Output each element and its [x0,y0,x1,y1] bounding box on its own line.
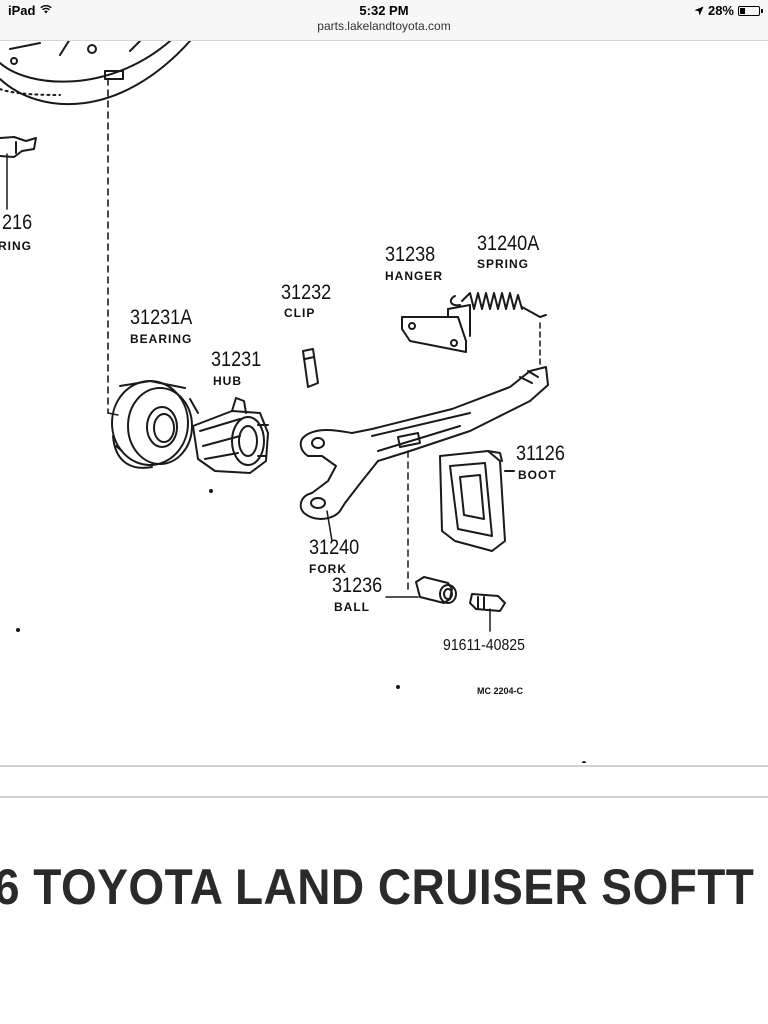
part-name-label: BEARING [130,332,193,346]
part-number-label: 31240 [309,536,360,559]
diagram-drawing [0,41,586,763]
part-number-label: 31231 [211,348,262,371]
address-bar[interactable]: parts.lakelandtoyota.com [317,19,451,33]
ring-part-drawing [0,136,37,210]
part-name-label: HUB [213,374,242,388]
part-number-label: 31238 [385,243,436,266]
part-number-label: 31231A [130,306,193,329]
location-arrow-icon [694,6,704,15]
figure-reference: MC 2204-C [477,686,524,696]
device-name: iPad [8,3,36,18]
part-number-label: 31126 [516,442,565,465]
battery-level [740,7,745,14]
status-bar: iPad 5:32 PM 28% parts.lakelandtoyota.co… [0,0,768,41]
wifi-icon [40,4,52,14]
fork-drawing [299,366,549,590]
battery-icon [738,5,763,16]
part-number-label: 31232 [281,281,332,304]
bolt-part-number: 91611-40825 [443,637,525,654]
pressure-plate-drawing [0,41,191,106]
content-divider [0,796,768,798]
ball-drawing [385,576,457,604]
hub-drawing [192,397,269,474]
bearing-drawing [111,380,199,469]
bolt-drawing [469,593,506,632]
image-bottom-divider [0,765,768,767]
battery-percent: 28% [707,3,734,18]
part-name-label: BALL [334,600,370,614]
status-right: 28% [694,3,763,18]
spring-drawing [449,292,547,366]
hanger-drawing [401,304,471,353]
part-name-label: BOOT [518,468,557,482]
part-number-label: 31236 [332,574,383,597]
part-name-label: SPRING [477,257,530,271]
page-title: 6 TOYOTA LAND CRUISER SOFTT [0,859,755,915]
boot-drawing [439,450,515,552]
part-number-label: 216 [2,211,33,234]
part-name-label: CLIP [284,306,316,320]
part-number-label: 31240A [477,232,540,255]
clip-drawing [302,348,319,388]
clock: 5:32 PM [359,3,409,18]
part-name-label: HANGER [385,269,444,283]
part-name-label: FORK [309,562,347,576]
part-name-label: RING [0,239,32,253]
parts-diagram: 216 RING 31231A BEARING 31231 HUB 31232 … [0,41,768,763]
